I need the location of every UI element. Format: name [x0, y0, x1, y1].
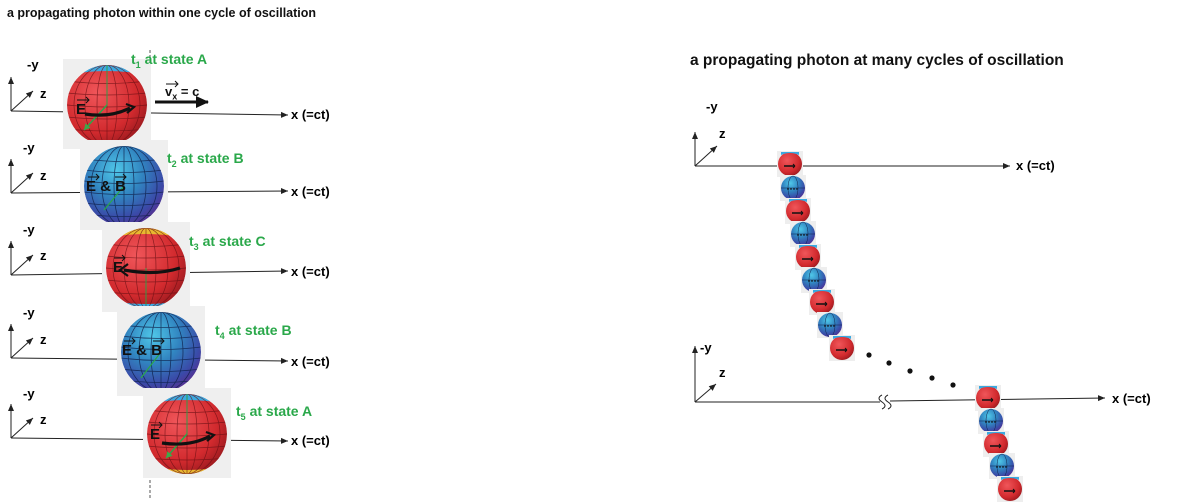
row-4 [11, 306, 289, 396]
right-lower-axes [692, 346, 1106, 410]
y-axis-label: -y [23, 140, 35, 155]
z-axis-label: z [40, 332, 47, 347]
field-label-3: E [113, 259, 124, 276]
right-upper-axes [695, 132, 1010, 169]
z-axis-label: z [719, 126, 726, 141]
row-2 [11, 140, 289, 230]
left-panel-title: a propagating photon within one cycle of… [7, 6, 317, 20]
state-label-5: t5 at state A [236, 403, 313, 422]
y-axis-label: -y [23, 386, 35, 401]
z-axis-label: z [40, 412, 47, 427]
state-label-1: t1 at state A [131, 51, 208, 70]
continuation-dots [866, 352, 956, 388]
y-axis-label: -y [706, 99, 718, 114]
field-label-2: E & B [86, 178, 127, 195]
y-axis-label: -y [700, 340, 712, 355]
y-axis-label: -y [27, 57, 39, 72]
row-5 [11, 388, 289, 478]
z-axis-label: z [40, 168, 47, 183]
state-label-3: t3 at state C [189, 233, 266, 252]
velocity-label: vx = c [165, 84, 200, 102]
x-axis-label: x (=ct) [291, 107, 330, 122]
row-1 [11, 59, 289, 149]
right-panel-title: a propagating photon at many cycles of o… [690, 52, 1064, 69]
z-axis-label: z [40, 86, 47, 101]
state-label-4: t4 at state B [215, 322, 292, 341]
row-3 [11, 222, 289, 312]
x-axis-label: x (=ct) [1112, 391, 1151, 406]
photon-chain-lower [974, 384, 1024, 503]
x-axis-label: x (=ct) [291, 354, 330, 369]
photon-chain-upper [776, 150, 856, 362]
x-axis-label: x (=ct) [291, 264, 330, 279]
state-label-2: t2 at state B [167, 150, 244, 169]
y-axis-label: -y [23, 222, 35, 237]
x-axis-label: x (=ct) [291, 184, 330, 199]
z-axis-label: z [719, 365, 726, 380]
field-label-5: E [150, 426, 161, 443]
z-axis-label: z [40, 248, 47, 263]
x-axis-label: x (=ct) [291, 433, 330, 448]
x-axis-label: x (=ct) [1016, 158, 1055, 173]
field-label-4: E & B [122, 342, 163, 359]
field-label-1: E [76, 101, 87, 118]
y-axis-label: -y [23, 305, 35, 320]
